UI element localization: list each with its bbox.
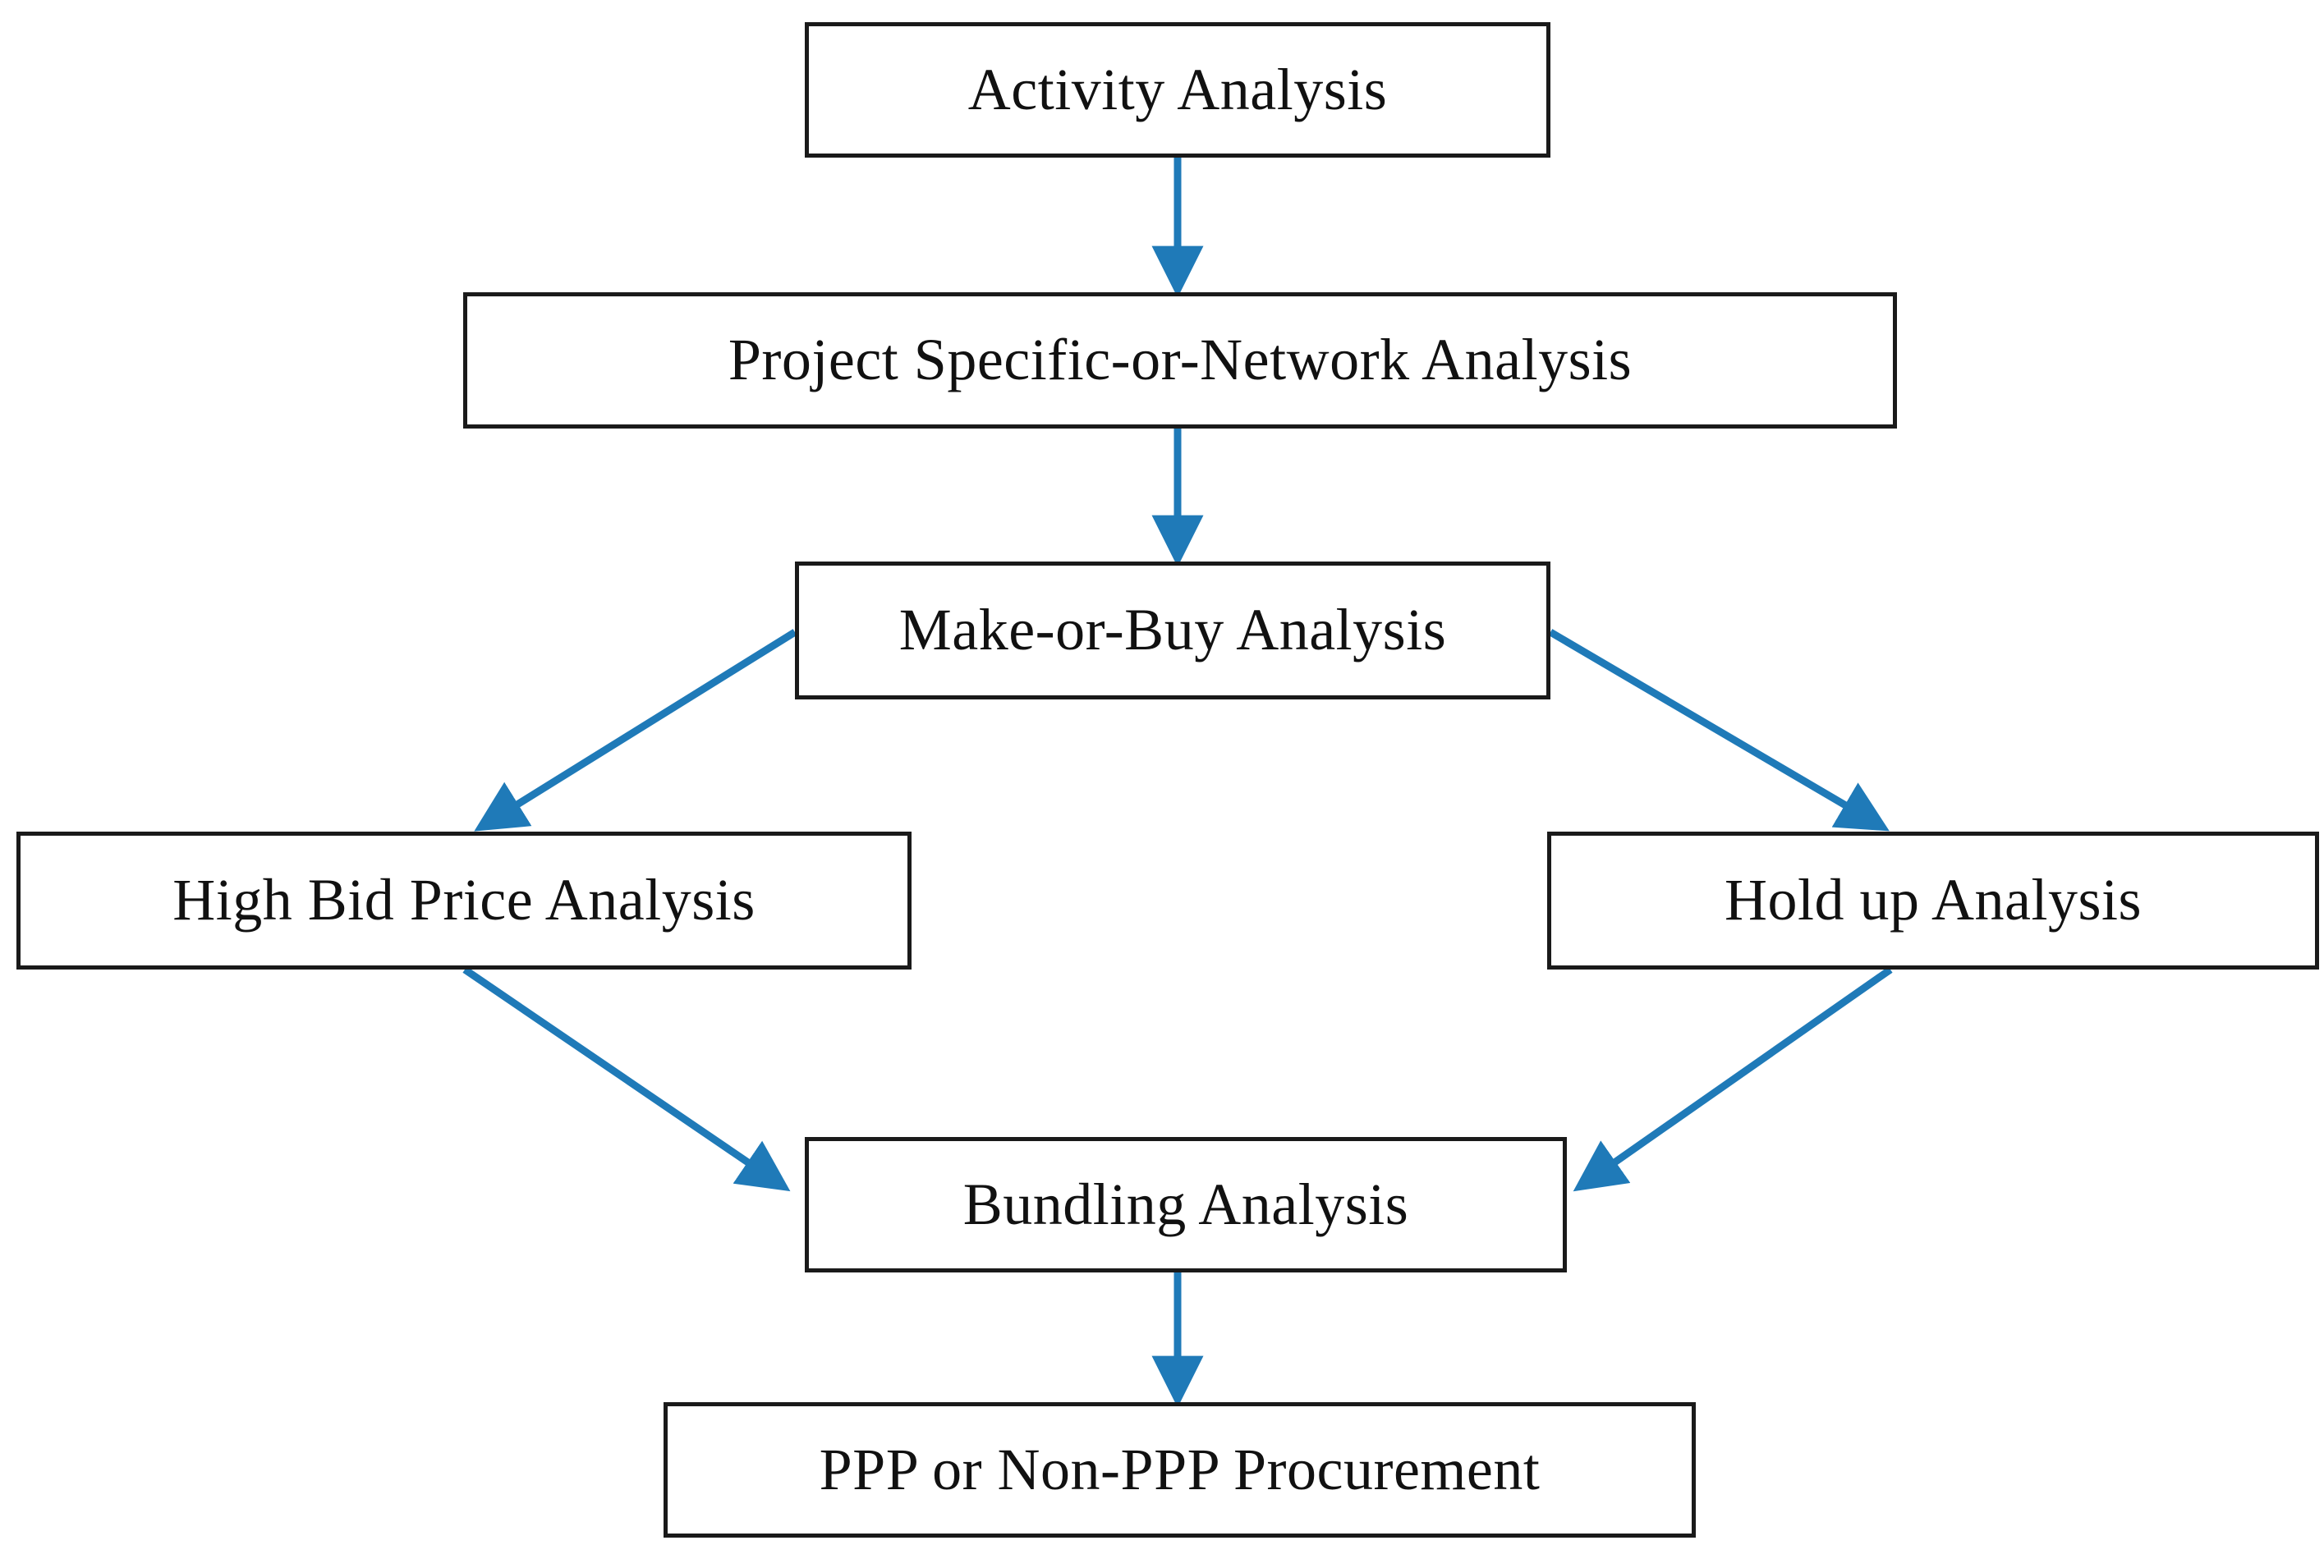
node-label-activity-analysis: Activity Analysis <box>967 56 1388 122</box>
node-bundling-analysis[interactable]: Bundling Analysis <box>805 1137 1567 1272</box>
node-label-hold-up-analysis: Hold up Analysis <box>1724 867 2143 933</box>
arrow-high-bid-price-to-bundling <box>462 966 791 1192</box>
node-label-ppp-or-non-ppp-procurement: PPP or Non-PPP Procurement <box>819 1436 1541 1502</box>
arrow-hold-up-to-bundling <box>1573 966 1893 1192</box>
node-label-bundling-analysis: Bundling Analysis <box>962 1171 1409 1237</box>
node-label-make-or-buy-analysis: Make-or-Buy Analysis <box>898 597 1447 663</box>
node-hold-up-analysis[interactable]: Hold up Analysis <box>1547 832 2319 970</box>
arrow-make-or-buy-to-high-bid-price <box>474 629 797 832</box>
node-make-or-buy-analysis[interactable]: Make-or-Buy Analysis <box>795 562 1550 699</box>
node-high-bid-price-analysis[interactable]: High Bid Price Analysis <box>16 832 912 970</box>
node-activity-analysis[interactable]: Activity Analysis <box>805 22 1550 158</box>
node-project-specific-or-network-analysis[interactable]: Project Specific-or-Network Analysis <box>463 292 1897 429</box>
node-label-high-bid-price-analysis: High Bid Price Analysis <box>172 867 756 933</box>
arrow-make-or-buy-to-hold-up <box>1548 629 1890 832</box>
node-ppp-or-non-ppp-procurement[interactable]: PPP or Non-PPP Procurement <box>664 1402 1696 1538</box>
node-label-project-specific-or-network-analysis: Project Specific-or-Network Analysis <box>728 327 1633 393</box>
